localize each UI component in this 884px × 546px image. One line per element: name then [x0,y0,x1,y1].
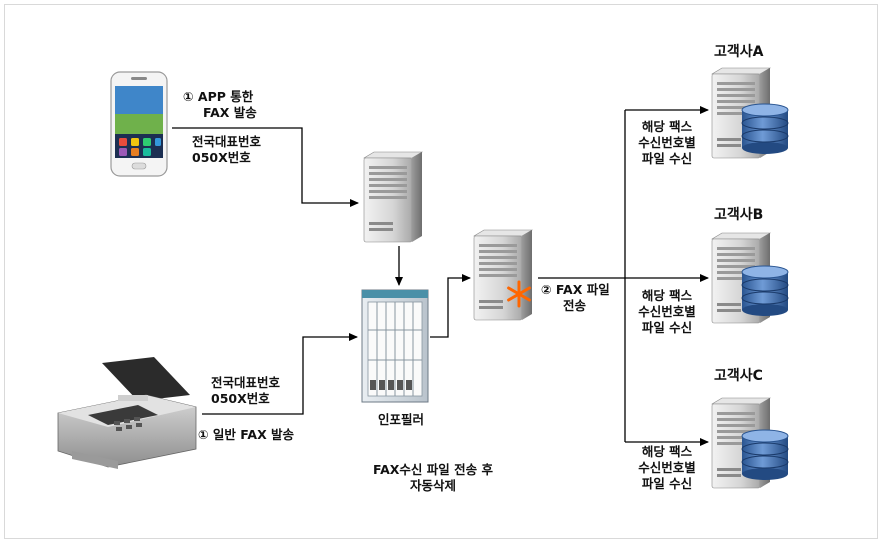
line-fax-to-filter [202,333,358,415]
customer-b-desc-2: 수신번호별 [638,304,696,319]
database-icon [741,429,789,480]
customer-c-server [711,397,789,489]
customer-a-desc: 해당 팩스 [641,119,693,134]
filter-note: FAX수신 파일 전송 후 [373,462,493,477]
fax-send-label: ① 일반 FAX 발송 [198,427,295,442]
customer-c-desc: 해당 팩스 [641,444,693,459]
customer-c-desc-3: 파일 수신 [641,476,693,491]
customer-c-name: 고객사C [714,368,763,384]
connector-lines [172,106,709,446]
phone-number-label-2: 050X번호 [192,150,251,165]
database-icon [741,265,789,316]
customer-b-desc-3: 파일 수신 [641,320,693,335]
asterisk-icon [507,280,531,308]
filter-note-2: 자동삭제 [409,478,456,493]
app-send-label: ① APP 통한 [183,89,254,104]
smartphone-icon [110,71,168,177]
database-icon [741,103,789,154]
app-send-label-2: FAX 발송 [203,105,257,120]
phone-number-label: 전국대표번호 [192,134,262,149]
customer-b-server [711,232,789,324]
server-icon [473,229,533,321]
line-filter-to-server [430,274,471,338]
transfer-label: ② FAX 파일 [541,282,610,297]
customer-a-server [711,67,789,159]
diagram-frame [4,4,878,539]
server-icon [363,151,423,243]
fax-machine-icon [57,357,197,469]
line-phone-to-server [172,127,359,207]
customer-a-name: 고객사A [714,44,764,60]
customer-b-desc: 해당 팩스 [641,288,693,303]
fax-number-label-2: 050X번호 [211,391,270,406]
filter-name: 인포필러 [378,412,425,427]
customer-c-desc-2: 수신번호별 [638,460,696,475]
customer-b-name: 고객사B [714,207,764,223]
customer-a-desc-2: 수신번호별 [638,135,696,150]
fax-number-label: 전국대표번호 [211,375,281,390]
transfer-label-2: 전송 [563,298,587,313]
customer-a-desc-3: 파일 수신 [641,151,693,166]
filter-rack-icon [361,289,429,403]
